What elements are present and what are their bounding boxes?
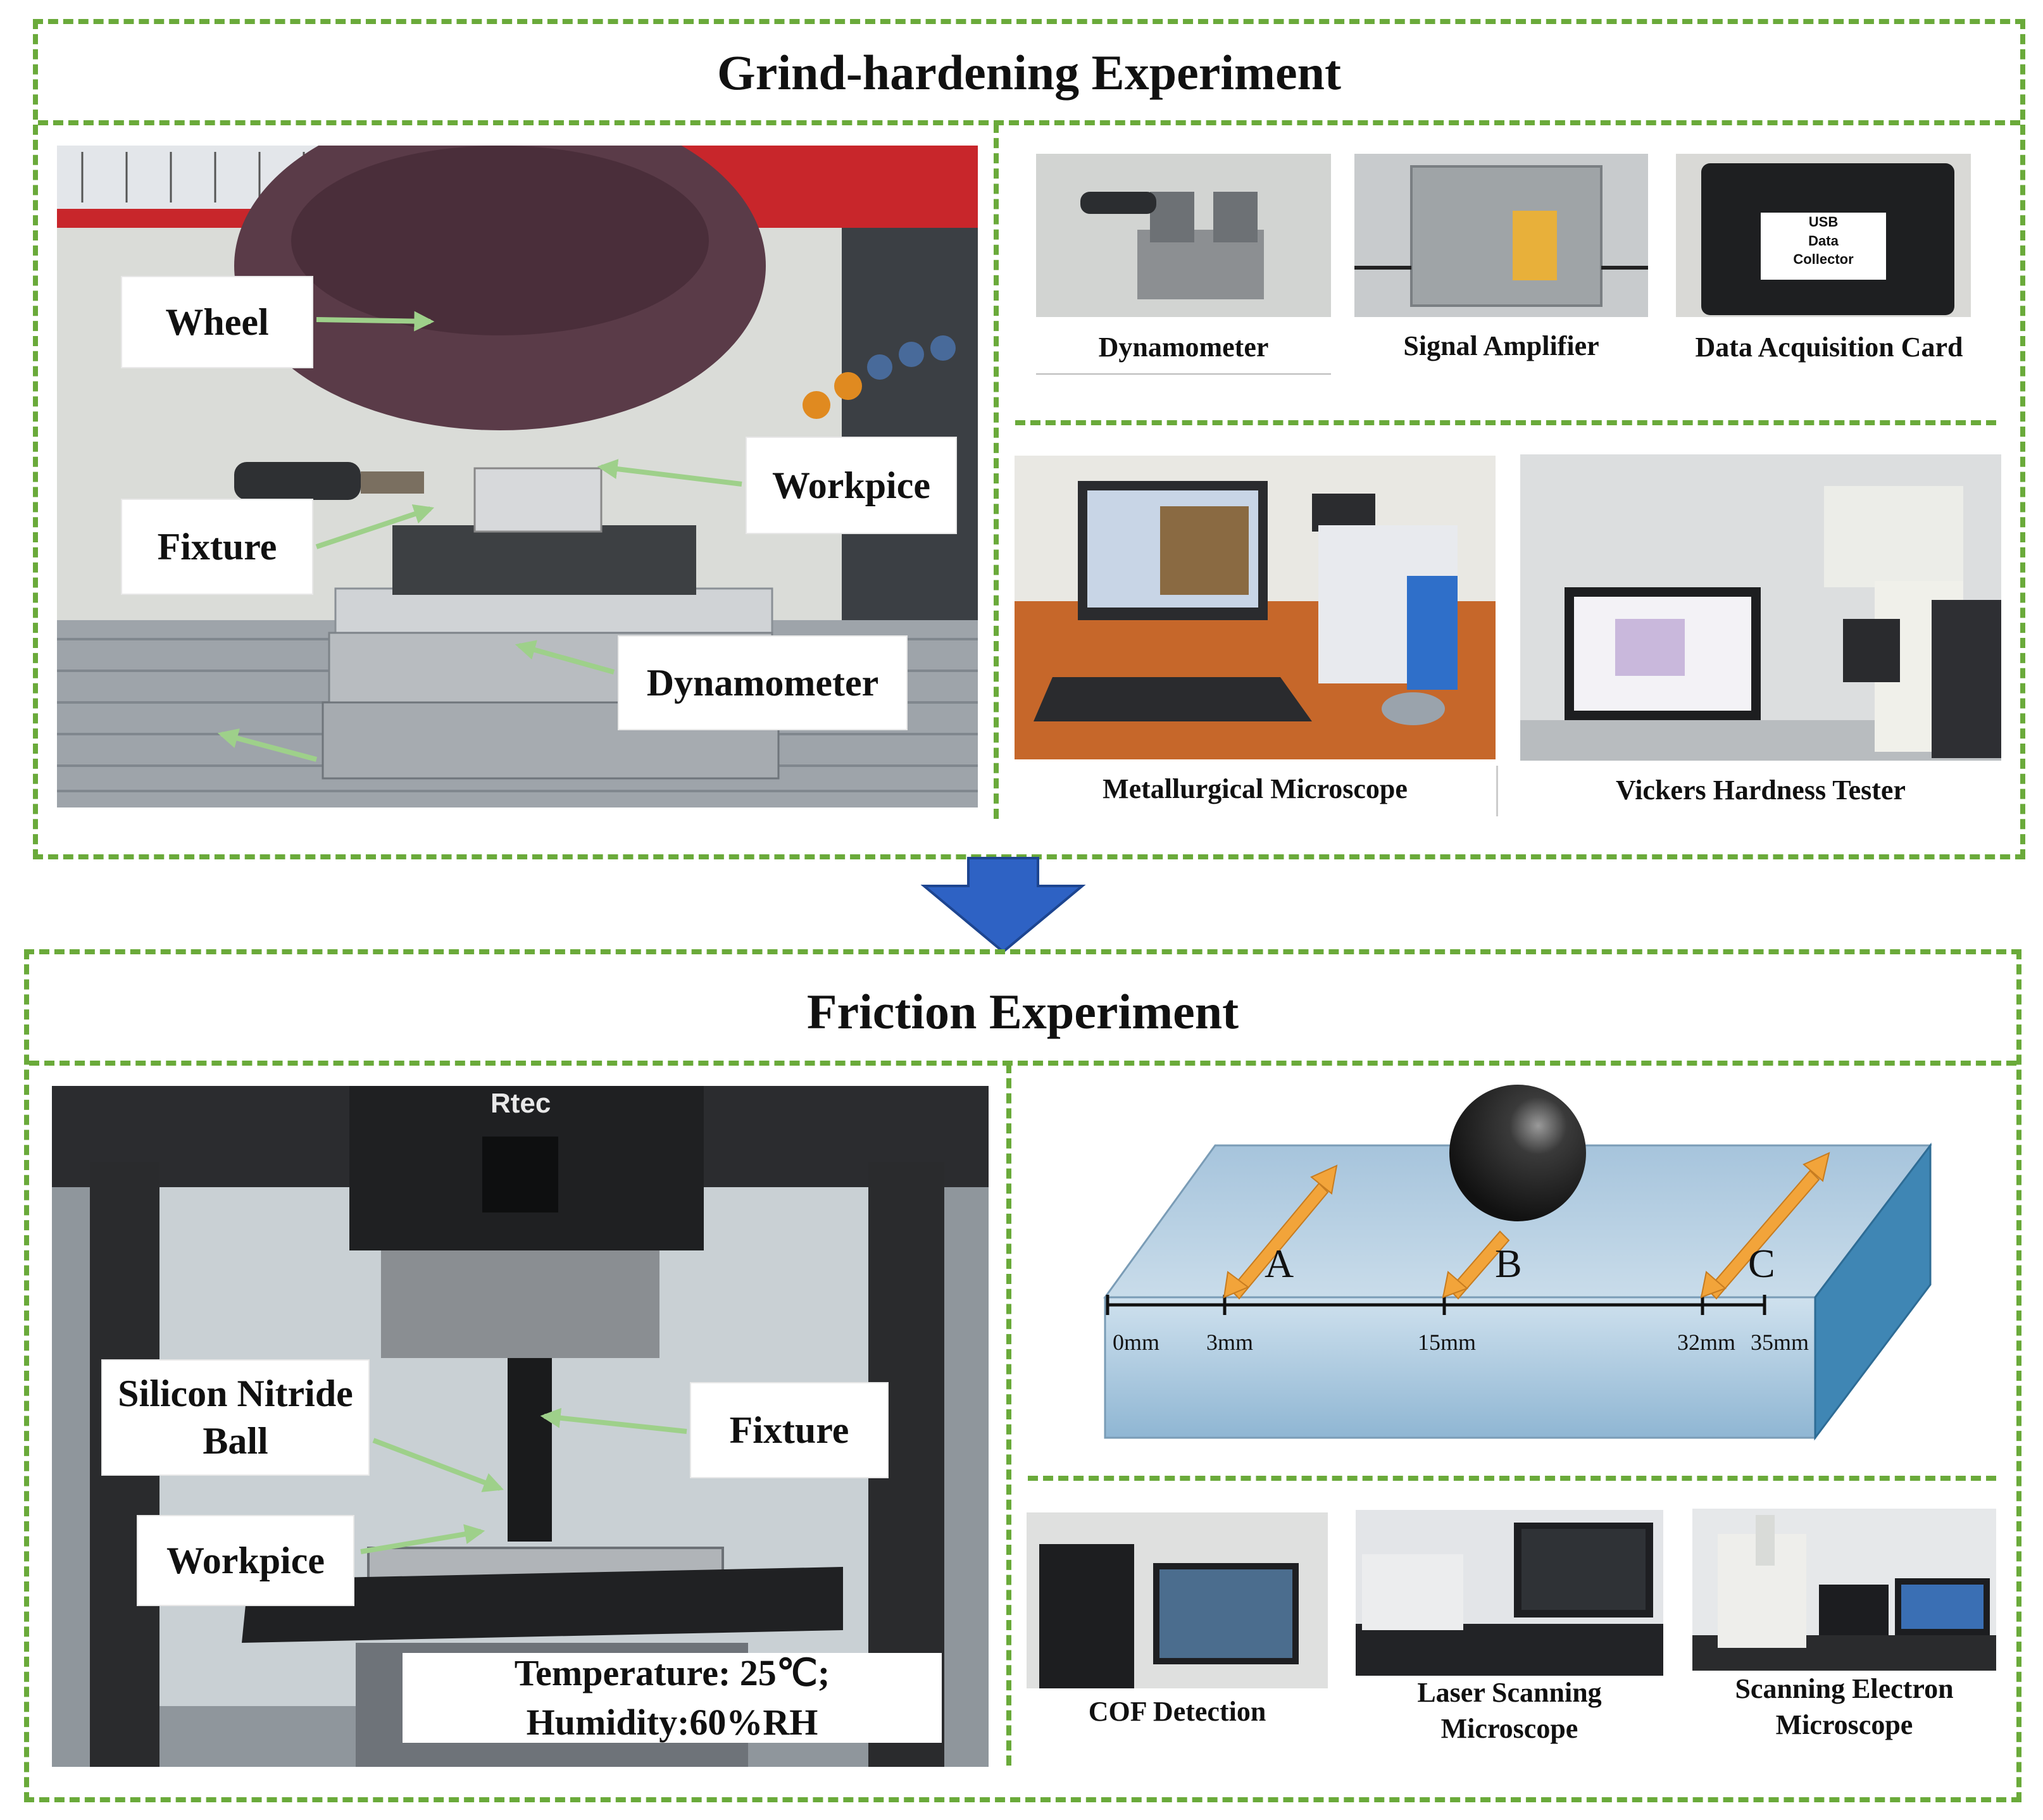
laser-caption-line-2: Microscope [1440,1713,1578,1745]
caption-underline [1036,373,1331,375]
ball-label-line-2: Ball [203,1420,268,1462]
scanning-electron-microscope-photo [1692,1509,1996,1671]
fixture-label: Fixture [122,500,312,594]
temperature-text: Temperature: 25℃; [514,1652,830,1693]
data-acquisition-card-caption: Data Acquisition Card [1695,332,1963,363]
metallurgical-microscope-photo [1015,456,1496,759]
workpiece-label: Workpice [747,438,956,533]
sem-caption-line-2: Microscope [1775,1709,1913,1741]
laser-scanning-microscope-photo [1356,1510,1663,1676]
friction-fixture-label: Fixture [691,1383,887,1477]
usb-line-1: USB [1808,214,1839,230]
sem-caption-line-1: Scanning Electron [1735,1673,1954,1704]
signal-amplifier-photo [1354,154,1648,317]
ruler-label-35mm: 35mm [1751,1330,1809,1355]
grind-title: Grind-hardening Experiment [717,45,1341,100]
silicon-nitride-ball-label: Silicon Nitride Ball [103,1361,368,1474]
ball-label-line-1: Silicon Nitride [118,1373,353,1414]
dynamometer-photo [1036,154,1331,317]
dynamometer-label: Dynamometer [619,637,906,729]
friction-vertical-divider [1006,1063,1011,1766]
vickers-hardness-tester-caption: Vickers Hardness Tester [1616,775,1906,806]
grinding-machine-photo [57,146,978,807]
cof-detection-photo [1027,1512,1328,1688]
rtec-logo: Rtec [490,1088,551,1119]
friction-right-divider [1028,1476,1996,1481]
grind-title-divider [38,120,2020,125]
vickers-hardness-tester-photo [1520,454,2001,761]
laser-scanning-microscope-caption: Laser Scanning Microscope [1356,1674,1663,1747]
usb-line-3: Collector [1793,251,1854,268]
row2-separator [1496,766,1498,816]
laser-caption-line-1: Laser Scanning [1417,1677,1602,1708]
ruler-label-15mm: 15mm [1418,1330,1477,1355]
section-a-label: A [1265,1241,1294,1286]
scanning-electron-microscope-caption: Scanning Electron Microscope [1692,1671,1996,1743]
humidity-text: Humidity:60%RH [526,1702,818,1743]
ruler-label-0mm: 0mm [1113,1330,1160,1355]
friction-title: Friction Experiment [806,984,1239,1039]
friction-outer-frame [24,949,2021,1802]
dynamometer-caption: Dynamometer [1098,332,1269,363]
grind-vertical-divider [994,123,999,819]
section-b-label: B [1495,1241,1522,1286]
usb-collector-label: USB Data Collector [1761,213,1886,280]
friction-workpiece-label: Workpice [138,1516,353,1605]
test-conditions-box: Temperature: 25℃; Humidity:60%RH [403,1652,942,1743]
ruler-label-32mm: 32mm [1677,1330,1736,1355]
wheel-label: Wheel [122,277,312,367]
usb-line-2: Data [1808,232,1839,249]
signal-amplifier-caption: Signal Amplifier [1403,330,1599,361]
section-c-label: C [1748,1241,1775,1286]
cof-detection-caption: COF Detection [1088,1696,1266,1727]
grind-right-divider [1015,420,1996,425]
ruler-label-3mm: 3mm [1206,1330,1254,1355]
metallurgical-microscope-caption: Metallurgical Microscope [1103,773,1408,804]
friction-title-divider [29,1061,2016,1066]
